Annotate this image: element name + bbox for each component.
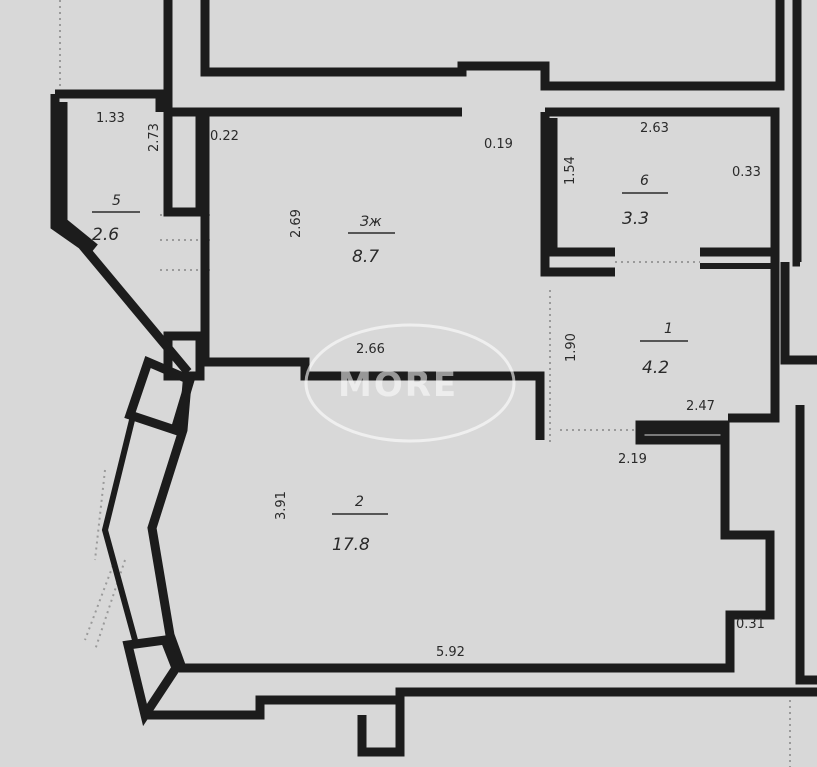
- room-area: 17.8: [332, 535, 370, 555]
- dim-living-right: 0.31: [736, 617, 765, 632]
- bathroom-walls: [548, 118, 775, 257]
- dim-hall-bottom: 2.47: [686, 399, 715, 414]
- dim-balcony-top: 1.33: [96, 111, 125, 126]
- dim-kitchen-bottom: 2.66: [356, 342, 385, 357]
- dim-bathroom-top: 2.63: [640, 121, 669, 136]
- room-number: 1: [664, 321, 673, 337]
- watermark-text: MORE: [338, 365, 458, 405]
- window-block-lower: [122, 635, 182, 727]
- room-hall: 1 4.2: [640, 321, 688, 378]
- room-bathroom: 6 3.3: [622, 173, 668, 229]
- room-number: Зж: [360, 214, 382, 230]
- hall-bottom-wall: [635, 420, 730, 445]
- bathroom-right-wall: [728, 262, 780, 423]
- window-block: [124, 355, 196, 436]
- dim-kitchen-height: 2.69: [289, 209, 304, 238]
- right-neighbor-wall: [795, 405, 817, 685]
- balcony-outline: [50, 89, 192, 375]
- corridor-wall-right: [545, 107, 780, 262]
- room-area: 3.3: [622, 209, 649, 229]
- room-area: 4.2: [642, 358, 669, 378]
- room-kitchen: Зж 8.7: [348, 214, 395, 267]
- dim-bathroom-right: 0.33: [732, 165, 761, 180]
- right-notch: [780, 262, 817, 365]
- living-outer-wall: [147, 371, 775, 673]
- kitchen-partition-wall: [200, 112, 545, 440]
- room-number: 6: [640, 173, 649, 189]
- dimension-labels: 1.33 2.73 0.22 0.19 2.63 0.33 1.54 2.69 …: [96, 111, 765, 660]
- kitchen-right-wall: [540, 112, 615, 277]
- dim-living-bottom: 5.92: [436, 645, 465, 660]
- upper-neighbor-wall: [200, 0, 785, 91]
- dim-kitchen-corner: 0.22: [210, 129, 239, 144]
- right-vertical-wall: [792, 0, 802, 267]
- dim-hall-corner: 2.19: [618, 452, 647, 467]
- dim-hall-left: 1.90: [564, 333, 579, 362]
- watermark: MORE: [304, 323, 516, 443]
- room-number: 2: [355, 494, 364, 510]
- bottom-neighbor-wall: [145, 687, 817, 720]
- pillar: [163, 107, 205, 217]
- room-balcony: 5 2.6: [92, 193, 140, 245]
- room-area: 8.7: [352, 247, 379, 267]
- room-area: 2.6: [92, 225, 119, 245]
- balcony-inner: [58, 102, 98, 252]
- bottom-stub: [357, 700, 405, 757]
- room-number: 5: [112, 193, 121, 209]
- dim-kitchen-top-right: 0.19: [484, 137, 513, 152]
- watermark-ring: [304, 323, 516, 443]
- window-arc: [101, 415, 138, 641]
- corridor-wall-left: [163, 0, 462, 117]
- room-living: 2 17.8: [332, 494, 388, 555]
- dim-balcony-side: 2.73: [147, 123, 162, 152]
- dim-living-height: 3.91: [274, 491, 289, 520]
- dim-bathroom-left: 1.54: [563, 156, 578, 185]
